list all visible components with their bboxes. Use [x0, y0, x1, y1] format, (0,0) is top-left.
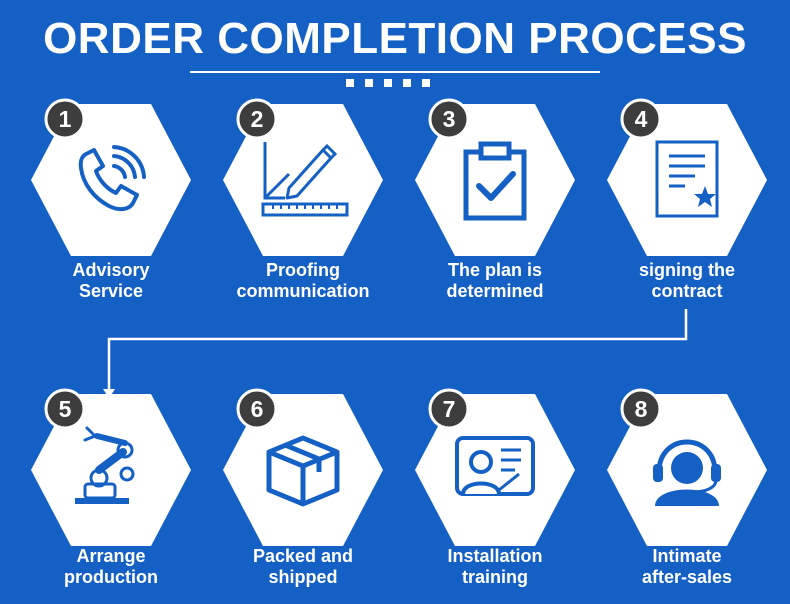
title-dot — [403, 79, 411, 87]
step-number-badge: 3 — [428, 98, 470, 140]
step-number-badge: 5 — [44, 388, 86, 430]
title-dots — [346, 79, 446, 89]
step-hexagon — [223, 104, 383, 256]
title-dot — [384, 79, 392, 87]
ruler-pen-design-icon — [261, 142, 349, 217]
step-hexagon — [223, 394, 383, 546]
phone-ringing-icon — [78, 145, 146, 212]
presentation-training-icon — [455, 436, 535, 496]
step-number: 1 — [59, 106, 72, 132]
step-hexagon — [415, 394, 575, 546]
step-label-line: Advisory — [72, 260, 150, 280]
clipboard-check-icon — [463, 141, 527, 221]
step-label-line: contract — [651, 281, 723, 301]
step-label-line: determined — [446, 281, 544, 301]
step-label-line: signing the — [639, 260, 735, 280]
step-number: 3 — [443, 106, 456, 132]
step-hexagon — [415, 104, 575, 256]
step-number: 6 — [251, 396, 264, 422]
step-label-line: production — [64, 567, 158, 587]
step-number: 8 — [635, 396, 648, 422]
step-label-line: Service — [78, 281, 144, 301]
step-number-badge: 2 — [236, 98, 278, 140]
step-number-badge: 6 — [236, 388, 278, 430]
contract-document-icon — [655, 140, 719, 218]
step-hexagon — [31, 104, 191, 256]
step-number-badge: 1 — [44, 98, 86, 140]
robotic-arm-icon — [75, 426, 135, 504]
title-dot — [346, 79, 354, 87]
package-box-icon — [266, 435, 340, 507]
step-number-badge: 7 — [428, 388, 470, 430]
step-number-badge: 8 — [620, 388, 662, 430]
step-hexagon — [31, 394, 191, 546]
step-hexagon — [607, 394, 767, 546]
step-number: 2 — [251, 106, 264, 132]
step-number-badge: 4 — [620, 98, 662, 140]
step-label-line: communication — [236, 281, 370, 301]
step-hexagon — [607, 104, 767, 256]
step-label-line: training — [462, 567, 528, 587]
headset-support-icon — [653, 439, 721, 506]
step-label-line: Packed and — [252, 546, 354, 566]
title-underline — [190, 71, 600, 73]
title-dot — [422, 79, 430, 87]
step-label-line: Arrange — [76, 546, 146, 566]
step-number: 4 — [635, 106, 648, 132]
step-label-line: after-sales — [641, 567, 733, 587]
step-label-line: Proofing — [266, 260, 340, 280]
step-number: 5 — [59, 396, 72, 422]
step-label-line: shipped — [268, 567, 338, 587]
page-title: ORDER COMPLETION PROCESS — [43, 14, 747, 63]
step-label-line: Installation — [447, 546, 543, 566]
title-dot — [365, 79, 373, 87]
step-label-line: The plan is — [447, 260, 543, 280]
step-label-line: Intimate — [652, 546, 722, 566]
step-number: 7 — [443, 396, 456, 422]
